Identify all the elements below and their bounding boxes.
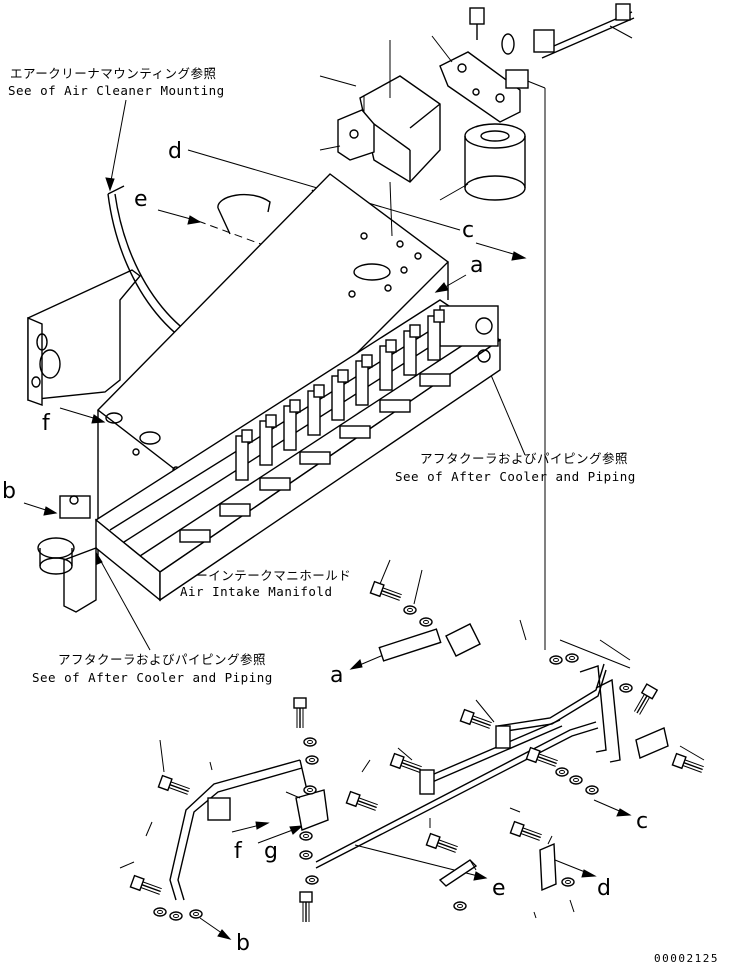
lower-pipe-assembly xyxy=(169,623,669,901)
intake-manifold-callout-jp: エアーインテークマニホールド xyxy=(170,568,351,583)
bolt-icon xyxy=(157,774,190,795)
runner-cap xyxy=(433,309,445,323)
bolt-icon xyxy=(345,790,378,811)
part-leader xyxy=(519,619,527,641)
bolt-icon xyxy=(299,891,313,922)
part-leader xyxy=(361,759,371,773)
intake-manifold xyxy=(37,299,502,613)
part-leader xyxy=(547,835,553,845)
bolt-icon xyxy=(525,746,558,767)
manifold-port xyxy=(259,477,291,491)
ref-letter-f-left: f xyxy=(42,411,51,436)
part-leader xyxy=(475,699,495,723)
washer-icon xyxy=(453,901,467,911)
part-leader xyxy=(509,807,521,813)
bolt-icon xyxy=(369,580,402,601)
bolt-icon xyxy=(425,832,458,853)
ref-letter-b-bottom: b xyxy=(236,931,250,956)
filter-head xyxy=(431,3,635,123)
part-leader xyxy=(469,859,477,871)
washer-icon xyxy=(565,653,579,663)
ref-letter-g-bottom: g xyxy=(264,839,278,864)
top-bracket xyxy=(319,40,441,237)
ref-letter-f-bottom: f xyxy=(234,839,243,864)
bolt-icon xyxy=(293,697,307,728)
manifold-port xyxy=(299,451,331,465)
ref-letter-c-top: c xyxy=(462,218,474,243)
runner-cap xyxy=(337,369,349,383)
ref-letter-e-top: e xyxy=(134,187,148,212)
runner-cap xyxy=(313,384,325,398)
intake-manifold-callout-en: Air Intake Manifold xyxy=(180,584,333,599)
washer-icon xyxy=(299,850,313,860)
washer-icon xyxy=(549,655,563,665)
part-leader xyxy=(159,739,165,773)
bolt-icon xyxy=(671,752,704,773)
after-cooler-right-callout-jp: アフタクーラおよびパイピング参照 xyxy=(420,451,628,466)
ref-letter-e-bottom: e xyxy=(492,876,506,901)
part-leader xyxy=(569,899,575,913)
drawing-code: 00002125 xyxy=(654,952,719,965)
washer-icon xyxy=(303,785,317,795)
main-frame xyxy=(96,173,450,560)
runner-cap xyxy=(265,414,277,428)
oil-filter xyxy=(439,123,526,201)
manifold-port xyxy=(219,503,251,517)
part-leader xyxy=(145,821,153,837)
part-leader xyxy=(285,791,301,799)
air-cleaner-callout-jp: エアークリーナマウンティング参照 xyxy=(10,66,217,81)
part-leader xyxy=(413,569,423,605)
part-leader xyxy=(533,911,537,919)
part-leader xyxy=(679,745,705,761)
washer-icon xyxy=(305,755,319,765)
runner-cap xyxy=(241,429,253,443)
manifold-port xyxy=(179,529,211,543)
runner-cap xyxy=(385,339,397,353)
washer-icon xyxy=(189,909,203,919)
runner-cap xyxy=(409,324,421,338)
ref-letter-a-top: a xyxy=(470,253,483,278)
washer-icon xyxy=(419,617,433,627)
bolt-icon xyxy=(633,683,659,715)
washer-icon xyxy=(169,911,183,921)
after-cooler-left-callout-en: See of After Cooler and Piping xyxy=(32,670,273,685)
washer-icon xyxy=(403,605,417,615)
washer-icon xyxy=(561,877,575,887)
washer-icon xyxy=(569,775,583,785)
part-leader xyxy=(209,761,213,771)
ref-letter-a-bottom: a xyxy=(330,663,343,688)
manifold-runners xyxy=(179,309,451,543)
manifold-port xyxy=(339,425,371,439)
washer-icon xyxy=(153,907,167,917)
washer-icon xyxy=(585,785,599,795)
ref-letter-d-top: d xyxy=(168,139,182,164)
manifold-port xyxy=(419,373,451,387)
part-leader xyxy=(379,559,391,585)
bolt-icon xyxy=(389,752,422,773)
ref-letter-c-bottom: c xyxy=(636,809,648,834)
washer-icon xyxy=(619,683,633,693)
bolt-icon xyxy=(509,820,542,841)
ref-letter-b-left: b xyxy=(2,479,16,504)
washer-icon xyxy=(303,737,317,747)
after-cooler-right-callout-en: See of After Cooler and Piping xyxy=(395,469,636,484)
bolt-icon xyxy=(129,874,162,895)
part-leader xyxy=(397,747,413,761)
after-cooler-left-callout-jp: アフタクーラおよびパイピング参照 xyxy=(58,652,266,667)
runner-cap xyxy=(289,399,301,413)
fasteners xyxy=(119,559,705,922)
washer-icon xyxy=(555,767,569,777)
washer-icon xyxy=(299,831,313,841)
ref-letter-d-bottom: d xyxy=(597,876,611,901)
washer-icon xyxy=(305,875,319,885)
manifold-port xyxy=(379,399,411,413)
air-cleaner-callout-en: See of Air Cleaner Mounting xyxy=(8,83,225,98)
runner-cap xyxy=(361,354,373,368)
bolt-icon xyxy=(459,708,492,729)
part-leader xyxy=(119,861,135,869)
